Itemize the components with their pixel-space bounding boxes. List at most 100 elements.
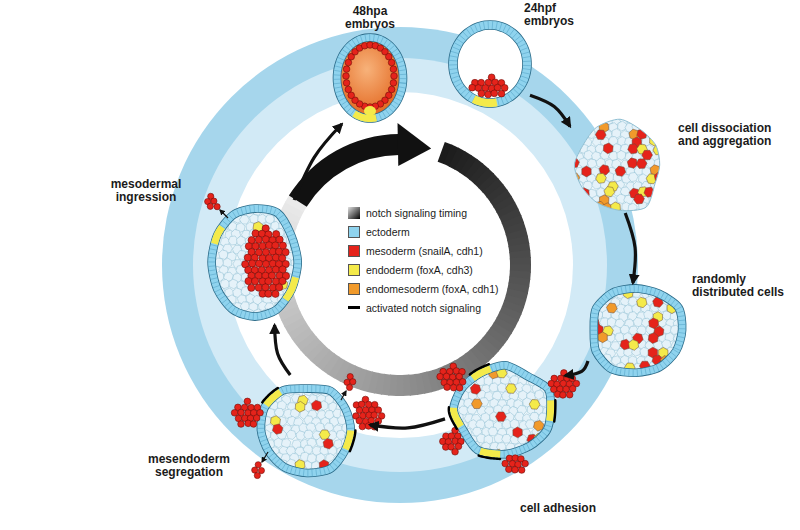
cell-wall <box>334 83 341 85</box>
cell-wall <box>544 428 550 432</box>
cell <box>586 202 596 211</box>
aggregate-body <box>261 388 351 472</box>
cell <box>675 107 685 116</box>
cell <box>642 123 651 132</box>
cell <box>192 186 201 196</box>
ingression-aggregate <box>190 184 319 335</box>
cell <box>336 372 345 382</box>
mesoderm-cell <box>265 290 272 297</box>
cell <box>559 210 568 220</box>
cell-wall <box>633 369 634 376</box>
cell-wall <box>315 385 316 392</box>
cell <box>598 376 607 386</box>
cell <box>279 324 288 334</box>
cell <box>248 454 258 463</box>
cell-wall <box>523 445 526 451</box>
cell-wall <box>294 385 295 392</box>
cell <box>553 203 563 212</box>
cell <box>602 281 611 291</box>
cell <box>350 467 359 477</box>
mesoderm-cell <box>450 384 457 391</box>
cell-wall <box>269 453 274 457</box>
cell <box>572 318 582 327</box>
cell <box>585 281 594 291</box>
cell <box>578 281 588 290</box>
cell <box>678 356 688 365</box>
cell <box>569 115 579 126</box>
cell-wall <box>352 40 356 46</box>
cell <box>195 309 204 319</box>
cell <box>353 462 363 471</box>
cell <box>560 130 571 140</box>
cell-wall <box>449 68 457 70</box>
cell <box>296 192 305 202</box>
cell <box>471 457 481 466</box>
cell <box>579 354 588 364</box>
cell-wall <box>337 94 344 97</box>
cell <box>244 446 253 456</box>
cell <box>530 457 540 466</box>
cell <box>557 441 566 451</box>
embryo-24hpf <box>449 21 531 107</box>
cell-wall <box>495 364 497 371</box>
cell <box>578 340 587 349</box>
mesoderm-cell <box>343 66 350 73</box>
mesoderm-cell <box>375 418 382 425</box>
cell <box>258 366 268 375</box>
cell <box>198 273 208 282</box>
cell <box>575 210 584 220</box>
cell-wall <box>346 419 353 421</box>
cell <box>282 199 291 209</box>
cell <box>312 372 321 382</box>
cell-wall <box>642 286 643 293</box>
cell-wall <box>591 346 598 347</box>
cell <box>565 356 575 365</box>
cell-wall <box>388 107 393 112</box>
cell <box>649 108 659 118</box>
cell-wall <box>470 26 474 33</box>
cell <box>581 334 591 343</box>
cell <box>227 325 236 335</box>
cell <box>662 114 671 124</box>
cell-wall <box>514 366 517 372</box>
cell <box>590 276 599 285</box>
cell <box>564 458 574 467</box>
cell-wall <box>483 22 484 30</box>
cell <box>604 187 615 197</box>
cell <box>513 356 523 365</box>
cell <box>637 218 647 227</box>
cell <box>469 347 479 356</box>
cell-wall <box>257 423 264 424</box>
cell-wall <box>590 334 597 335</box>
cell <box>625 107 634 117</box>
cell <box>558 195 567 205</box>
cell <box>195 193 205 202</box>
epithelium-edge <box>453 365 550 454</box>
cell <box>564 427 574 436</box>
mesoderm-cell <box>522 460 529 467</box>
cell <box>582 166 591 177</box>
cell <box>323 482 333 491</box>
cell-wall <box>506 27 510 34</box>
cell <box>200 301 209 311</box>
cell-wall <box>676 307 682 310</box>
cell <box>274 438 283 448</box>
cell <box>539 368 548 378</box>
cell <box>570 99 580 108</box>
notch-signal <box>479 456 500 459</box>
cell <box>557 136 568 146</box>
cell <box>191 243 201 252</box>
cell-wall <box>509 29 514 35</box>
cell <box>663 216 673 227</box>
cell-wall <box>303 385 304 392</box>
cell-wall <box>303 469 305 476</box>
cell <box>241 185 250 195</box>
cell <box>585 369 594 379</box>
cell <box>691 348 701 357</box>
mesoderm-cell <box>443 373 450 380</box>
cell <box>650 121 660 131</box>
cell <box>465 456 475 465</box>
mesoderm-cell <box>245 277 252 284</box>
cell <box>684 363 693 373</box>
mesoderm-cell <box>452 449 459 456</box>
